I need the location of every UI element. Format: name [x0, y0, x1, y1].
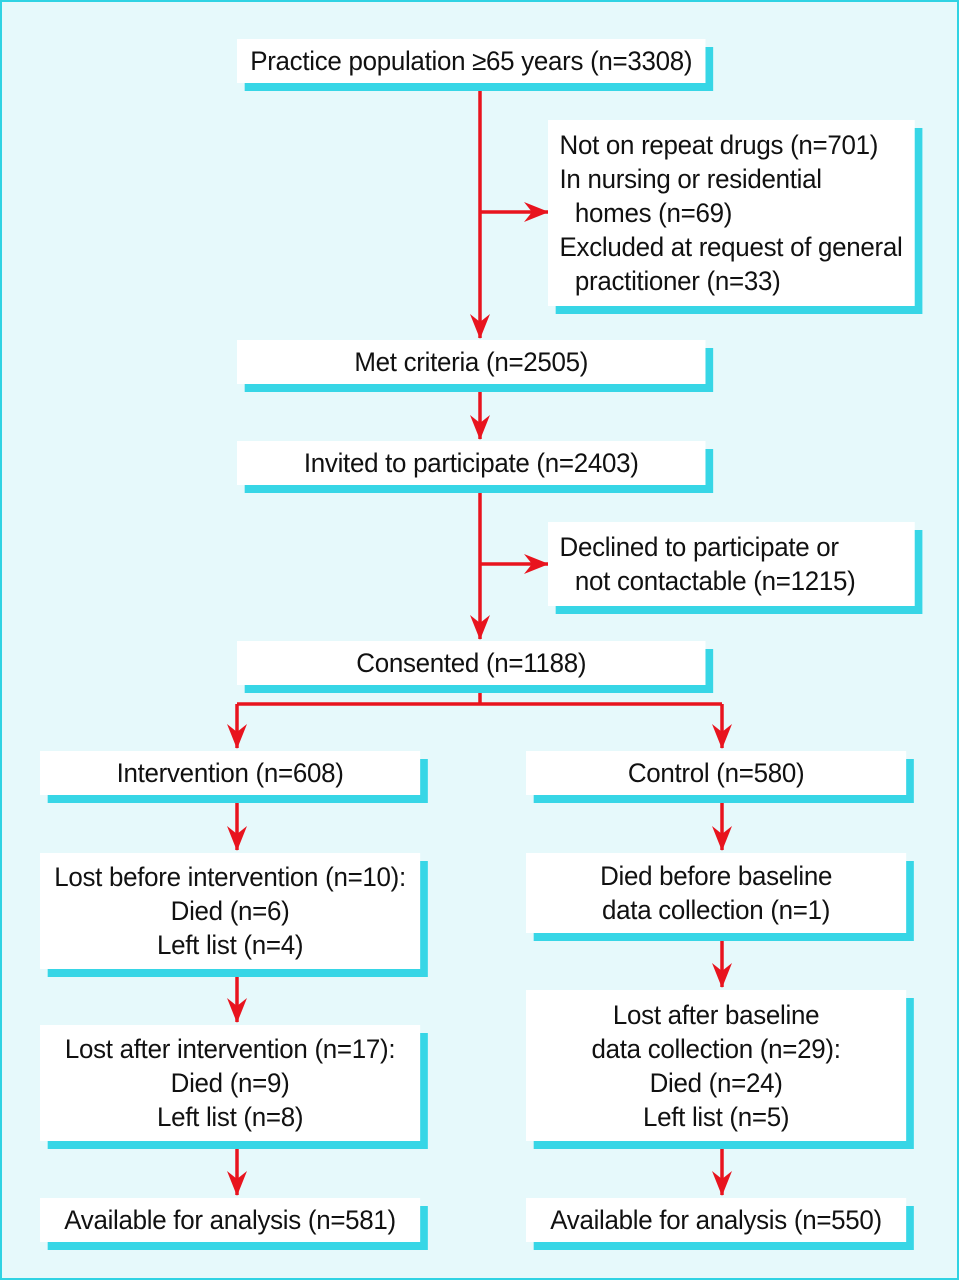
intervention-available-box: Available for analysis (n=581) [40, 1198, 421, 1242]
control-available-text: Available for analysis (n=550) [550, 1205, 882, 1235]
met-criteria-text: Met criteria (n=2505) [354, 347, 589, 377]
control-available-box: Available for analysis (n=550) [526, 1198, 907, 1242]
lost-after-intervention-box: Lost after intervention (n=17): Died (n=… [40, 1025, 421, 1141]
lost-after-int-line-1: Lost after intervention (n=17): [64, 1034, 396, 1064]
lost-after-int-line-2: Died (n=9) [170, 1068, 290, 1098]
arrowhead-ctl-2 [712, 963, 732, 988]
arrowhead-int-2 [227, 998, 247, 1023]
consented-box: Consented (n=1188) [237, 641, 706, 685]
control-box: Control (n=580) [526, 751, 907, 795]
died-before-line-1: Died before baseline [600, 861, 833, 891]
arrowhead-ctl-1 [712, 826, 732, 851]
intervention-available-text: Available for analysis (n=581) [64, 1205, 396, 1235]
exclusion-line-1: Not on repeat drugs (n=701) [559, 130, 879, 160]
lost-after-ctl-line-4: Left list (n=5) [642, 1101, 790, 1132]
invited-box: Invited to participate (n=2403) [237, 441, 706, 485]
intervention-text: Intervention (n=608) [116, 758, 344, 788]
arrowhead-invited [470, 415, 490, 440]
control-text: Control (n=580) [627, 758, 805, 788]
died-before-line-2: data collection (n=1) [602, 895, 831, 925]
exclusion-line-4: Excluded at request of general [559, 232, 903, 262]
declined-line-1: Declined to participate or [559, 532, 840, 562]
arrowhead-met [470, 314, 490, 339]
lost-after-int-line-3: Left list (n=8) [156, 1102, 304, 1132]
invited-text: Invited to participate (n=2403) [303, 448, 639, 478]
exclusion-line-2: In nursing or residential [559, 164, 823, 194]
arrowhead-control [712, 724, 732, 749]
exclusions-box: Not on repeat drugs (n=701) In nursing o… [548, 120, 915, 306]
arrowhead-exclusions [524, 202, 549, 222]
declined-line-2: not contactable (n=1215) [574, 566, 856, 596]
intervention-box: Intervention (n=608) [40, 751, 421, 795]
exclusion-line-3: homes (n=69) [574, 198, 733, 228]
arrowhead-declined [524, 554, 549, 574]
lost-after-ctl-line-3: Died (n=24) [649, 1067, 783, 1098]
arrowhead-int-3 [227, 1171, 247, 1196]
met-criteria-box: Met criteria (n=2505) [237, 340, 706, 384]
split-connector [237, 687, 722, 706]
lost-after-baseline-box: Lost after baseline data collection (n=2… [526, 990, 907, 1141]
arrowhead-ctl-3 [712, 1171, 732, 1196]
lost-after-ctl-line-1: Lost after baseline [612, 999, 820, 1030]
lost-before-line-1: Lost before intervention (n=10): [54, 862, 406, 892]
practice-population-text: Practice population ≥65 years (n=3308) [250, 46, 693, 76]
arrowhead-consented [470, 615, 490, 640]
lost-before-line-2: Died (n=6) [170, 896, 290, 926]
lost-after-ctl-line-2: data collection (n=29): [591, 1033, 841, 1064]
consented-text: Consented (n=1188) [356, 648, 587, 678]
lost-before-intervention-box: Lost before intervention (n=10): Died (n… [40, 853, 421, 969]
arrowhead-int-1 [227, 826, 247, 851]
practice-population-box: Practice population ≥65 years (n=3308) [237, 39, 706, 83]
died-before-baseline-box: Died before baseline data collection (n=… [526, 853, 907, 933]
arrowhead-intervention [227, 724, 247, 749]
declined-box: Declined to participate or not contactab… [548, 522, 915, 606]
exclusion-line-5: practitioner (n=33) [574, 266, 781, 296]
lost-before-line-3: Left list (n=4) [156, 930, 304, 960]
